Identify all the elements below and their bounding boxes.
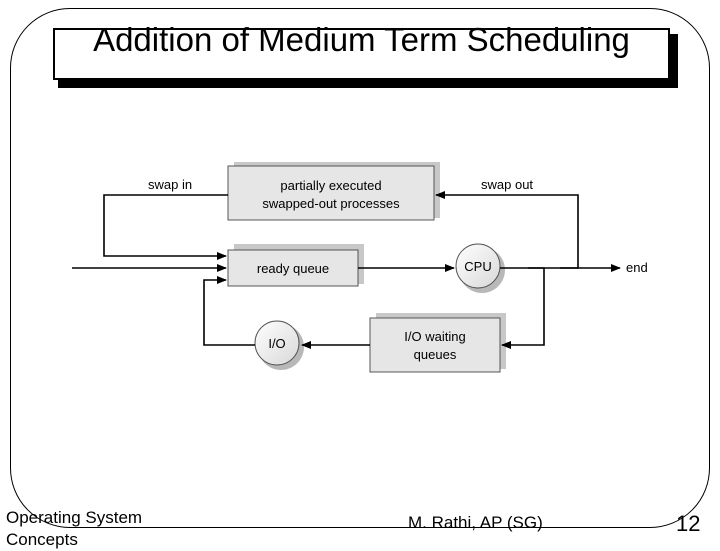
title-box — [53, 28, 670, 80]
cpu-label: CPU — [464, 259, 491, 274]
swap-out-label: swap out — [481, 177, 533, 192]
io-label: I/O — [268, 336, 285, 351]
swap-in-arrow — [103, 194, 228, 260]
page-number: 12 — [676, 511, 701, 536]
ready-queue-box: ready queue — [227, 244, 364, 287]
swapped-box-line-2: swapped-out processes — [262, 196, 400, 211]
flow-arrows — [72, 191, 621, 349]
swap-out-arrow — [435, 191, 579, 269]
cpu-to-io-waiting-arrow — [501, 267, 545, 349]
swapped-out-processes-box: partially executed swapped-out processes — [227, 162, 440, 221]
footer-author: M. Rathi, AP (SG) — [408, 513, 543, 532]
io-waiting-line-2: queues — [414, 347, 457, 362]
io-to-ready-arrow — [203, 276, 255, 346]
slide-frame — [10, 8, 710, 528]
swapped-box-line-1: partially executed — [280, 178, 381, 193]
footer-course: Operating System Concepts — [6, 508, 143, 549]
slide-title: Addition of Medium Term Scheduling — [93, 21, 630, 58]
ready-queue-label: ready queue — [257, 261, 329, 276]
io-waiting-line-1: I/O waiting — [404, 329, 465, 344]
swap-in-label: swap in — [148, 177, 192, 192]
io-node: I/O — [254, 320, 304, 370]
io-waiting-queues-box: I/O waiting queues — [369, 313, 506, 373]
end-label: end — [626, 260, 648, 275]
cpu-node: CPU — [455, 243, 505, 293]
